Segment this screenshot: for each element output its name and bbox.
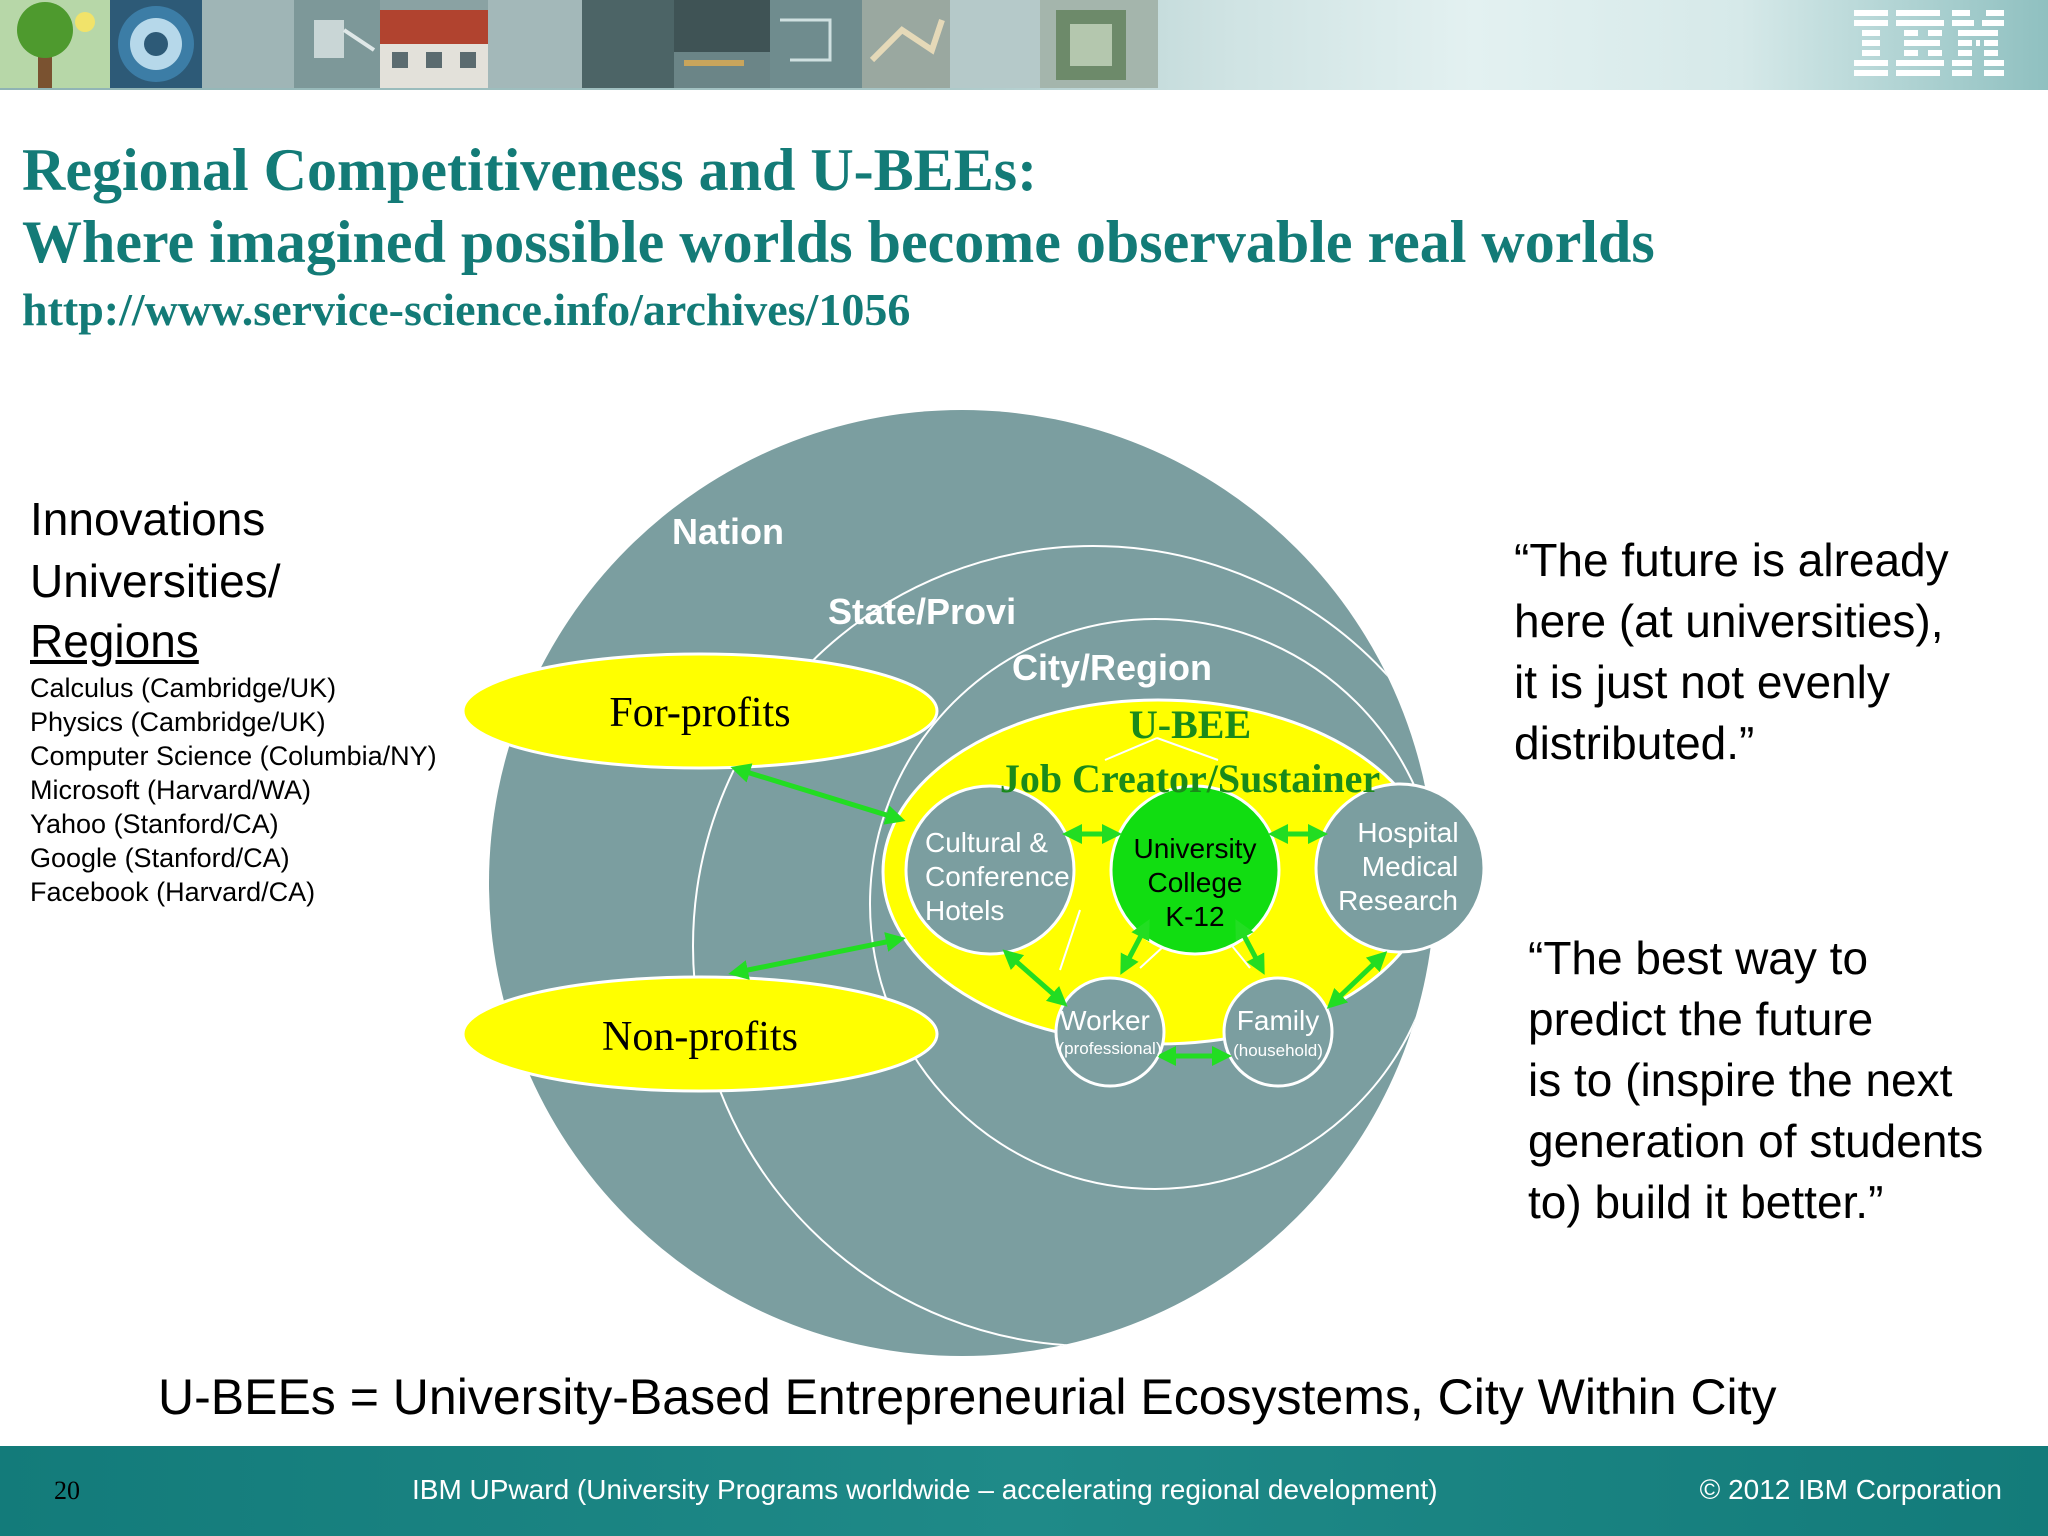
list-item: Physics (Cambridge/UK) — [30, 707, 326, 737]
state-label: State/Provi — [828, 591, 1016, 632]
photo-thumbnail-2 — [294, 0, 380, 88]
ubee-title: U-BEE — [1129, 702, 1251, 747]
family-label: Family — [1237, 1005, 1319, 1036]
list-item: Yahoo (Stanford/CA) — [30, 809, 279, 839]
arrow-hospital-family — [1326, 951, 1388, 1009]
quote-line: to) build it better.” — [1528, 1176, 1884, 1228]
quote-line: “The future is already — [1514, 534, 1949, 586]
slide-title-line-1: Regional Competitiveness and U-BEEs: — [22, 137, 1038, 203]
microchip-thumbnail — [1040, 0, 1158, 88]
quote-line: is to (inspire the next — [1528, 1054, 1953, 1106]
left-heading-universities: Universities/ — [30, 555, 281, 607]
quote-predict-future: “The best way to predict the future is t… — [1528, 928, 1983, 1233]
source-url-link[interactable]: http://www.service-science.info/archives… — [22, 284, 911, 335]
arrow-university-family — [1235, 919, 1265, 975]
hospital-node — [1314, 782, 1486, 954]
quote-line: distributed.” — [1514, 717, 1755, 769]
list-item: Facebook (Harvard/CA) — [30, 877, 316, 907]
page-number: 20 — [54, 1476, 80, 1505]
photo-thumbnail-5 — [950, 0, 1040, 88]
photo-thumbnail-3 — [488, 0, 582, 88]
for-profits-ellipse — [461, 652, 939, 770]
left-heading-regions: Regions — [30, 615, 199, 667]
quote-line: generation of students — [1528, 1115, 1984, 1167]
quote-future-distributed: “The future is already here (at universi… — [1514, 530, 1949, 774]
tree-thumbnail — [0, 0, 110, 88]
circuit-thumbnail — [770, 0, 862, 88]
house-thumbnail — [380, 0, 488, 88]
map-thumbnail — [862, 0, 950, 88]
list-item: Microsoft (Harvard/WA) — [30, 775, 312, 805]
worker-label: Worker — [1060, 1005, 1150, 1036]
list-item: Google (Stanford/CA) — [30, 843, 290, 873]
university-label-1: University — [1134, 833, 1257, 864]
left-heading-innovations: Innovations — [30, 493, 266, 545]
footer-bar: 20 IBM UPward (University Programs world… — [0, 1446, 2048, 1536]
university-label-2: College — [1148, 867, 1243, 898]
university-node — [1109, 784, 1281, 956]
family-node — [1222, 976, 1334, 1088]
quote-line: “The best way to — [1528, 932, 1869, 984]
city-label: City/Region — [1012, 647, 1212, 688]
photo-thumbnail-4 — [582, 0, 674, 88]
ibm-logo-icon — [1854, 10, 2004, 76]
list-item: Computer Science (Columbia/NY) — [30, 741, 437, 771]
hospital-label-2: Medical — [1362, 851, 1458, 882]
family-sublabel: (household) — [1233, 1041, 1323, 1060]
non-profits-ellipse — [461, 975, 939, 1093]
footer-program-text: IBM UPward (University Programs worldwid… — [412, 1474, 1438, 1505]
footer-copyright: © 2012 IBM Corporation — [1699, 1474, 2002, 1505]
cultural-label-1: Cultural & — [925, 827, 1048, 858]
worker-node — [1054, 976, 1166, 1088]
cultural-node — [904, 784, 1076, 956]
slide-caption: U-BEEs = University-Based Entrepreneuria… — [158, 1369, 1777, 1425]
city-thumbnail — [674, 0, 770, 88]
list-item: Calculus (Cambridge/UK) — [30, 673, 337, 703]
hospital-label-1: Hospital — [1357, 817, 1458, 848]
university-label-3: K-12 — [1165, 901, 1224, 932]
hospital-label-3: Research — [1338, 885, 1458, 916]
cultural-label-2: Conference — [925, 861, 1070, 892]
ecosystem-diagram: Nation State/Provi City/Region U-BEE Job… — [461, 410, 1486, 1356]
cultural-label-3: Hotels — [925, 895, 1004, 926]
worker-sublabel: (professional) — [1059, 1039, 1162, 1058]
city-circle — [869, 618, 1435, 1190]
arrow-cultural-worker — [1002, 949, 1068, 1007]
non-profits-label: Non-profits — [602, 1014, 798, 1060]
quote-line: predict the future — [1528, 993, 1874, 1045]
relationship-arrows — [728, 763, 1388, 1066]
arrow-university-worker — [1120, 919, 1150, 975]
arrow-nonprofit-ubee — [728, 932, 906, 980]
photo-thumbnail-1 — [202, 0, 294, 88]
cycle-diagram-thumbnail — [110, 0, 202, 88]
quote-line: here (at universities), — [1514, 595, 1944, 647]
ubee-subtitle: Job Creator/Sustainer — [1000, 756, 1380, 801]
innovation-list: Calculus (Cambridge/UK) Physics (Cambrid… — [30, 671, 437, 909]
nation-label: Nation — [672, 511, 784, 552]
for-profits-label: For-profits — [609, 690, 790, 736]
arrow-forprofit-ubee — [730, 763, 906, 825]
slide-title-line-2: Where imagined possible worlds become ob… — [22, 209, 1655, 275]
header-banner — [0, 0, 2048, 90]
quote-line: it is just not evenly — [1514, 656, 1890, 708]
